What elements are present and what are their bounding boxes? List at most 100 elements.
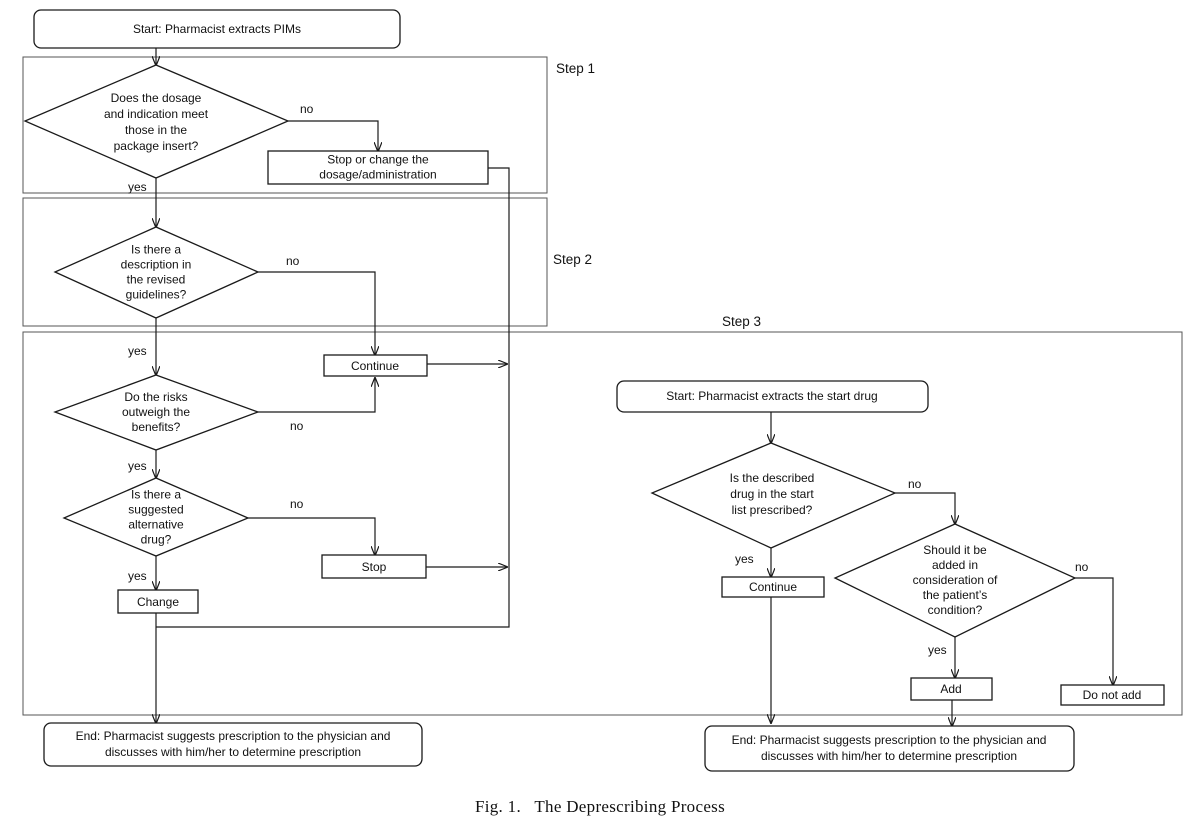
- q-alternative-line: drug?: [141, 533, 172, 547]
- edge-labels: no yes no yes no yes no yes no yes no ye…: [128, 102, 1089, 657]
- q-dosage-line: and indication meet: [104, 107, 209, 121]
- label-dosage-yes: yes: [128, 180, 147, 194]
- node-end-left: End: Pharmacist suggests prescription to…: [43, 722, 423, 767]
- label-guidelines-yes: yes: [128, 344, 147, 358]
- node-q-dosage: Does the dosage and indication meet those …: [23, 64, 290, 179]
- label-dosage-no: no: [300, 102, 314, 116]
- q-add-line: added in: [932, 558, 978, 572]
- label-alternative-yes: yes: [128, 569, 147, 583]
- end-left-line: End: Pharmacist suggests prescription to…: [76, 729, 391, 743]
- q-dosage-line: those in the: [125, 123, 187, 137]
- node-change: Change: [117, 589, 199, 614]
- q-add-line: Should it be: [923, 543, 987, 557]
- start-pims-label: Start: Pharmacist extracts PIMs: [133, 22, 301, 36]
- q-guidelines-line: guidelines?: [126, 288, 187, 302]
- end-left-label: End: Pharmacist suggests prescription to…: [76, 729, 391, 759]
- q-start-list-label: Is the described drug in the start list pr…: [730, 471, 815, 517]
- q-dosage-line: Does the dosage: [111, 91, 202, 105]
- q-dosage-label: Does the dosage and indication meet those …: [104, 91, 209, 153]
- end-right-line: End: Pharmacist suggests prescription to…: [732, 733, 1047, 747]
- edge-risks-no: [258, 378, 375, 413]
- q-alternative-line: suggested: [128, 503, 183, 517]
- q-alternative-line: alternative: [128, 518, 184, 532]
- step-frames: Step 1 Step 2 Step 3: [22, 56, 1183, 716]
- stop-line: Stop: [362, 560, 387, 574]
- end-right-line: discusses with him/her to determine pres…: [761, 749, 1017, 763]
- node-q-start-list: Is the described drug in the start list pr…: [650, 442, 897, 549]
- q-guidelines-line: the revised: [127, 273, 186, 287]
- nodes: Start: Pharmacist extracts PIMs Does the…: [23, 9, 1165, 772]
- edge-add-no: [1075, 577, 1113, 685]
- end-right-label: End: Pharmacist suggests prescription to…: [732, 733, 1047, 763]
- q-add-line: condition?: [928, 603, 983, 617]
- label-risks-yes: yes: [128, 459, 147, 473]
- edge-guidelines-no: [258, 271, 375, 355]
- label-alternative-no: no: [290, 497, 304, 511]
- step3-frame: [22, 331, 1183, 716]
- q-start-list-line: list prescribed?: [732, 503, 813, 517]
- add-line: Add: [940, 682, 961, 696]
- q-add-line: the patient’s: [923, 588, 988, 602]
- continue-right-label: Continue: [749, 580, 797, 594]
- edge-start-list-no: [895, 492, 955, 524]
- start-pims-line: Start: Pharmacist extracts PIMs: [133, 22, 301, 36]
- node-add: Add: [910, 677, 993, 701]
- start-drug-line: Start: Pharmacist extracts the start dru…: [666, 389, 877, 403]
- edge-alternative-no: [248, 517, 375, 555]
- stop-change-line: Stop or change the: [327, 153, 429, 167]
- q-risks-line: outweigh the: [122, 405, 190, 419]
- stop-label: Stop: [362, 560, 387, 574]
- q-add-line: consideration of: [913, 573, 998, 587]
- label-guidelines-no: no: [286, 254, 300, 268]
- step1-label: Step 1: [556, 61, 595, 76]
- continue-left-line: Continue: [351, 359, 399, 373]
- label-start-list-yes: yes: [735, 552, 754, 566]
- q-guidelines-line: Is there a: [131, 243, 181, 257]
- q-risks-line: Do the risks: [124, 390, 187, 404]
- edge-dosage-no: [288, 120, 378, 151]
- label-risks-no: no: [290, 419, 304, 433]
- do-not-add-label: Do not add: [1083, 688, 1142, 702]
- end-left-line: discusses with him/her to determine pres…: [105, 745, 361, 759]
- change-line: Change: [137, 595, 179, 609]
- figure-caption: Fig. 1. The Deprescribing Process: [475, 797, 725, 816]
- node-stop: Stop: [321, 554, 427, 579]
- q-risks-line: benefits?: [132, 420, 181, 434]
- node-do-not-add: Do not add: [1060, 684, 1165, 706]
- node-continue-left: Continue: [323, 354, 428, 377]
- stop-change-line: dosage/administration: [319, 168, 436, 182]
- do-not-add-line: Do not add: [1083, 688, 1142, 702]
- continue-left-label: Continue: [351, 359, 399, 373]
- q-start-list-line: drug in the start: [730, 487, 814, 501]
- label-start-list-no: no: [908, 477, 922, 491]
- start-drug-label: Start: Pharmacist extracts the start dru…: [666, 389, 877, 403]
- continue-right-line: Continue: [749, 580, 797, 594]
- q-guidelines-line: description in: [121, 258, 192, 272]
- step1-frame: [22, 56, 548, 194]
- step3-label: Step 3: [722, 314, 761, 329]
- node-start-drug: Start: Pharmacist extracts the start dru…: [616, 380, 929, 413]
- q-dosage-line: package insert?: [114, 139, 199, 153]
- label-add-no: no: [1075, 560, 1089, 574]
- q-start-list-line: Is the described: [730, 471, 815, 485]
- connectors: [156, 48, 1113, 726]
- node-continue-right: Continue: [721, 576, 825, 598]
- node-start-pims: Start: Pharmacist extracts PIMs: [33, 9, 401, 49]
- add-label: Add: [940, 682, 961, 696]
- edge-stop-change-out: [156, 167, 510, 628]
- step2-frame: [22, 197, 548, 327]
- change-label: Change: [137, 595, 179, 609]
- label-add-yes: yes: [928, 643, 947, 657]
- step2-label: Step 2: [553, 252, 592, 267]
